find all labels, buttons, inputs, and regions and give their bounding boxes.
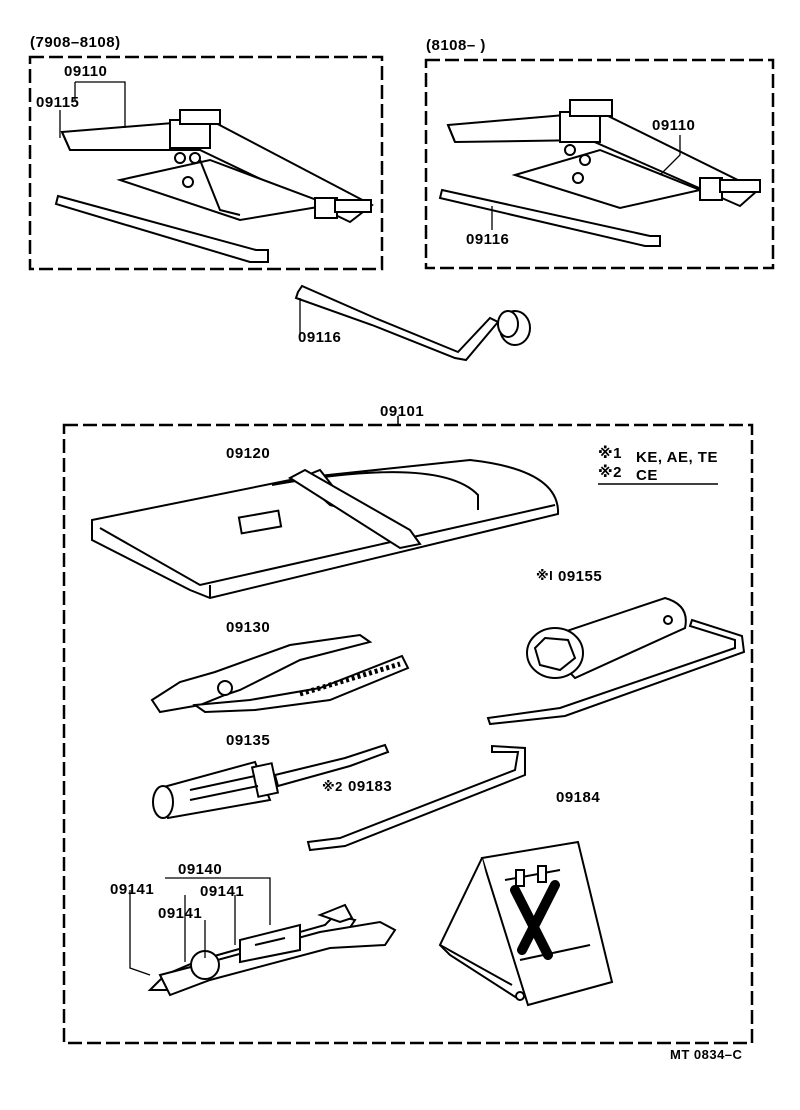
scissor-jack-right-icon — [438, 99, 761, 247]
jack-handle-part: 09184 — [556, 789, 601, 806]
right-panel-range: (8108– ) — [426, 37, 486, 54]
legend-mark-2: ※2 — [598, 464, 622, 481]
legend-models-1: KE, AE, TE — [636, 449, 718, 466]
scissor-jack-left-icon — [54, 109, 374, 263]
wrench-set-part: 09140 — [178, 861, 223, 878]
kit-frame — [62, 423, 754, 1045]
leader-lines — [59, 81, 681, 976]
tool-bag-icon — [91, 458, 560, 600]
kit-part: 09101 — [380, 403, 425, 420]
screwdriver-part: 09135 — [226, 732, 271, 749]
wheel-wrench-mark: ※I — [536, 568, 554, 583]
jack-handle-icon — [294, 284, 531, 362]
legend-models-2: CE — [636, 467, 658, 484]
footer-code: MT 0834–C — [670, 1047, 743, 1062]
bar-icon — [306, 744, 526, 852]
handle-part: 09116 — [298, 329, 342, 346]
left-part-09110: 09110 — [64, 63, 108, 80]
wheel-wrench-part: 09155 — [558, 568, 603, 585]
wrench-b-part: 09141 — [200, 883, 245, 900]
right-part-09110: 09110 — [652, 117, 696, 134]
left-panel-range: (7908–8108) — [30, 34, 121, 51]
pliers-part: 09130 — [226, 619, 271, 636]
bar-part: 09183 — [348, 778, 393, 795]
bag-part: 09120 — [226, 445, 271, 462]
left-panel-frame — [28, 55, 384, 271]
wrench-set-icon — [147, 903, 397, 997]
right-part-09116: 09116 — [466, 231, 510, 248]
right-panel-frame — [424, 58, 775, 270]
legend-mark-1: ※1 — [598, 445, 622, 462]
pliers-icon — [150, 633, 410, 714]
bar-mark: ※2 — [322, 779, 343, 794]
left-part-09115: 09115 — [36, 94, 80, 111]
wheel-chock-icon — [438, 840, 614, 1007]
wrench-a-part: 09141 — [110, 881, 155, 898]
screwdriver-icon — [152, 743, 390, 820]
wheel-wrench-icon — [486, 596, 746, 726]
wrench-c-part: 09141 — [158, 905, 203, 922]
